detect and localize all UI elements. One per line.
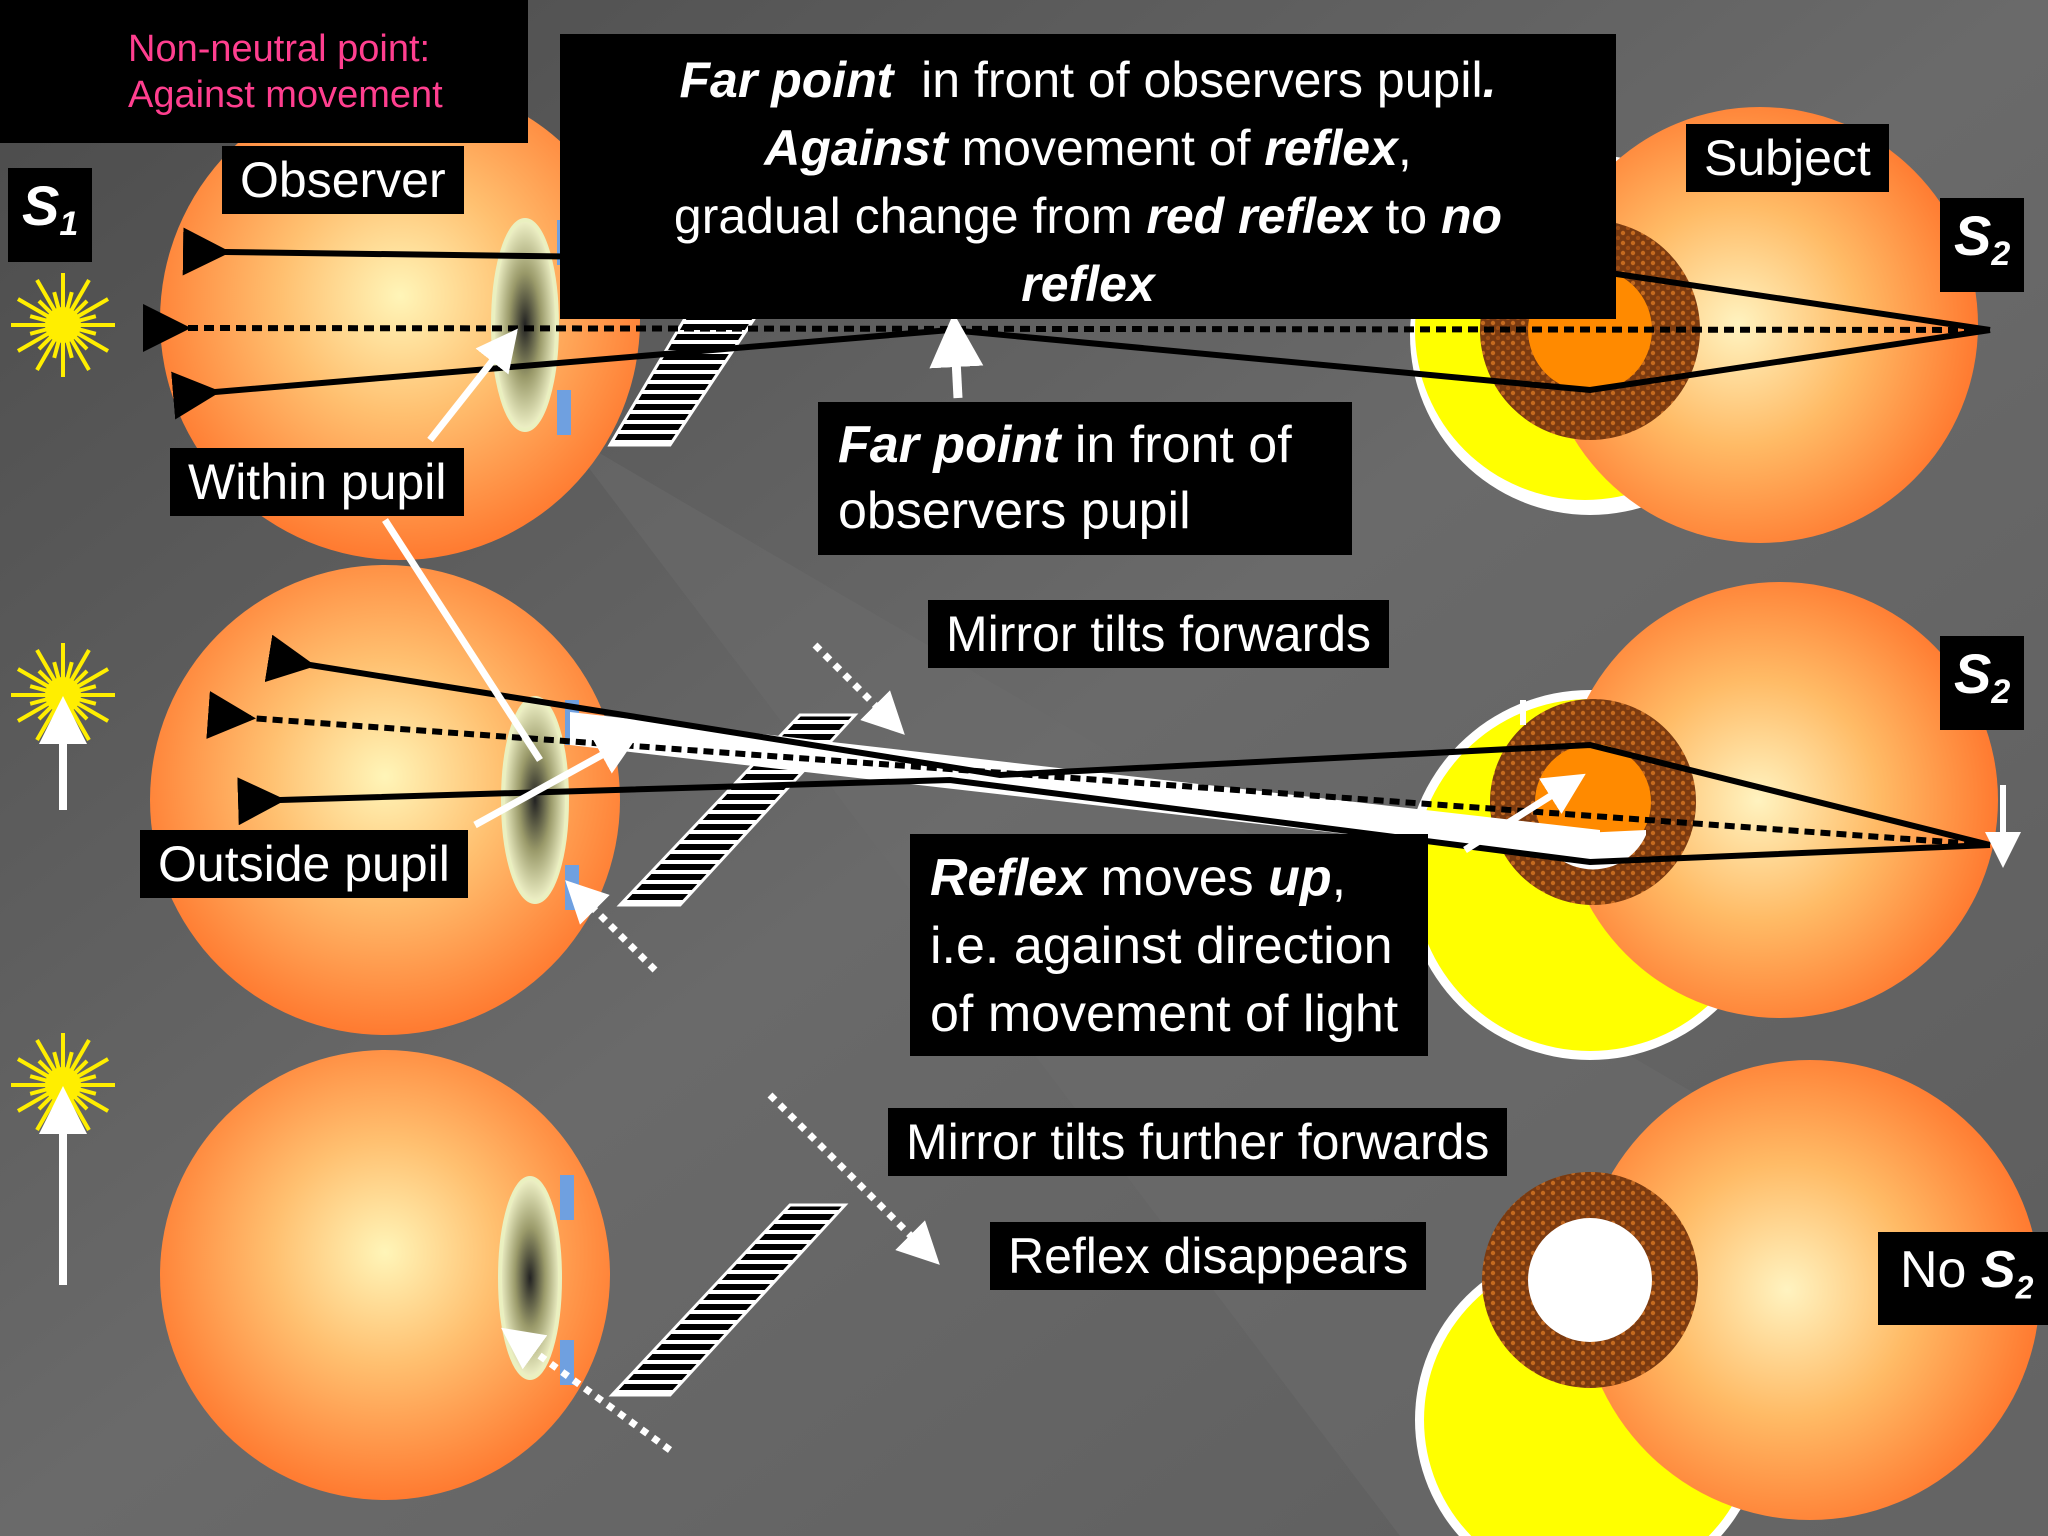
outside-pupil-label: Outside pupil xyxy=(140,830,468,898)
reflex-bold2: up xyxy=(1268,849,1332,907)
main-l3-bold2: no xyxy=(1441,188,1503,244)
reflex-line3: of movement of light xyxy=(930,985,1399,1043)
main-line3: gradual change from red reflex to no xyxy=(560,182,1616,250)
s2-top-letter: S xyxy=(1954,204,1992,267)
reflex-bold1: Reflex xyxy=(930,849,1087,907)
observer-eye-middle xyxy=(150,565,620,1035)
corner-note-line1: Non-neutral point: xyxy=(128,28,431,70)
observer-eye-bottom xyxy=(160,1050,610,1500)
main-l2-bold2: reflex xyxy=(1264,120,1398,176)
rays-middle xyxy=(206,634,1991,866)
s2-mid-letter: S xyxy=(1954,642,1992,705)
pointer-far-point xyxy=(929,313,984,399)
reflex-line2: i.e. against direction xyxy=(930,917,1393,975)
main-l2-bold: Against xyxy=(764,120,948,176)
main-line1: Far point in front of observers pupil. xyxy=(560,46,1616,114)
no-s2-label: No S2 xyxy=(1878,1232,2048,1326)
main-l3-text2: to xyxy=(1371,188,1442,244)
main-l1-bold: Far point xyxy=(679,52,894,108)
far-point-line2: observers pupil xyxy=(838,482,1191,540)
main-l1-text: in front of observers pupil xyxy=(893,52,1483,108)
far-point-line1: Far point in front of xyxy=(838,412,1352,478)
reflex-disappears-label: Reflex disappears xyxy=(990,1222,1427,1290)
s1-letter: S xyxy=(22,174,60,237)
reflex-text1: moves xyxy=(1086,849,1269,907)
main-l2-end: , xyxy=(1397,120,1412,176)
sun-icon-top xyxy=(11,273,115,377)
main-line4: reflex xyxy=(560,250,1616,318)
s1-label: S1 xyxy=(8,168,93,262)
mirror-bottom xyxy=(608,1203,849,1397)
main-line2: Against movement of reflex, xyxy=(560,114,1616,182)
mirror-tilts-label: Mirror tilts forwards xyxy=(928,600,1390,668)
no-s2-prefix: No xyxy=(1900,1241,1981,1299)
dotted-light-paths xyxy=(500,642,940,1453)
s2-mid-sub: 2 xyxy=(1991,673,2011,711)
observer-label: Observer xyxy=(222,146,464,214)
subject-eye-bottom xyxy=(1415,1060,2040,1536)
mirror-tilts-further-label: Mirror tilts further forwards xyxy=(888,1108,1508,1176)
main-l1-end: . xyxy=(1482,52,1497,108)
pointer-lines xyxy=(382,328,1586,853)
main-explanation-box: Far point in front of observers pupil. A… xyxy=(560,34,1616,319)
far-point-bold: Far point xyxy=(838,416,1061,474)
reflex-line1: Reflex moves up, xyxy=(930,844,1428,912)
main-l2-text: movement of xyxy=(947,120,1265,176)
corner-note: Non-neutral point: Against movement xyxy=(0,0,528,143)
far-point-text: in front of xyxy=(1060,416,1292,474)
no-s2-letter: S xyxy=(1980,1241,2016,1299)
far-point-box: Far point in front of observers pupil xyxy=(818,402,1352,555)
s2-top-label: S2 xyxy=(1940,198,2025,292)
s2-mid-label: S2 xyxy=(1940,636,2025,730)
corner-note-line2: Against movement xyxy=(128,74,443,116)
no-s2-sub: 2 xyxy=(2015,1269,2034,1306)
reflex-end1: , xyxy=(1331,849,1347,907)
subject-eye-middle xyxy=(1405,582,1998,1060)
main-l4-bold: reflex xyxy=(1021,256,1155,312)
within-pupil-label: Within pupil xyxy=(170,448,465,516)
s1-sub: 1 xyxy=(59,205,79,243)
main-l3-bold: red reflex xyxy=(1146,188,1372,244)
subject-label: Subject xyxy=(1686,124,1889,192)
reflex-moves-box: Reflex moves up, i.e. against direction … xyxy=(910,834,1428,1056)
s2-top-sub: 2 xyxy=(1991,235,2011,273)
main-l3-text: gradual change from xyxy=(673,188,1147,244)
